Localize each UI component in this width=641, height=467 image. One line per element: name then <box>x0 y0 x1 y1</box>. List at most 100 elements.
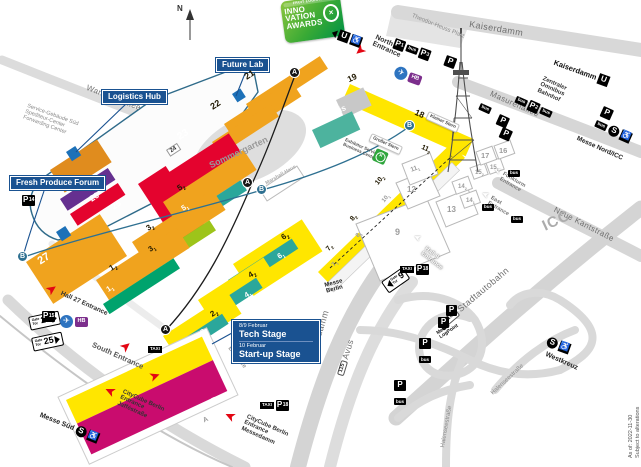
p3-sub: 3 <box>425 51 430 58</box>
p18-sub: 18 <box>282 401 289 408</box>
hall-16-shape <box>493 139 516 160</box>
p14-sub: 14 <box>28 196 35 203</box>
sub: 2 <box>481 173 484 177</box>
parking-bus-stack: P bus <box>419 338 432 366</box>
circulation-routes <box>23 77 453 331</box>
p18-sub: 18 <box>422 265 429 272</box>
hall-9-label: 9 <box>395 227 401 237</box>
hall-15-1-label: 151 <box>490 165 499 172</box>
future-lab-marker <box>232 88 246 103</box>
note-line-1: As of: 2022-11-30 <box>628 414 634 458</box>
taxi-icon: TAXI <box>260 402 274 409</box>
parking-bus-stack: P bus <box>394 380 407 408</box>
hall-15-2-label: 152 <box>475 170 484 177</box>
logistics-hub-marker <box>66 146 82 162</box>
hall-17-label: 17 <box>481 151 490 160</box>
route-a-marker: A <box>289 67 300 78</box>
interchange-ramps <box>356 288 597 467</box>
hall-25-shape <box>70 182 126 226</box>
bus-icon: bus <box>482 204 495 211</box>
p-glyph: P <box>416 264 423 274</box>
tech-stage-label: Tech Stage <box>239 328 287 339</box>
bus-icon: bus <box>511 216 524 223</box>
bus-icon: bus <box>514 95 529 107</box>
hotel-bus-icon: HB <box>75 316 88 327</box>
label-connectors <box>23 70 247 345</box>
route-b-marker: B <box>404 120 415 131</box>
note-line-2: Subject to alterations <box>635 406 641 458</box>
citycube-shape <box>57 327 239 465</box>
main: 15 <box>490 165 497 171</box>
route-a-marker: A <box>242 177 253 188</box>
route-a-line <box>165 77 295 331</box>
palais-shape <box>312 111 361 149</box>
tor-word: Tor <box>391 278 399 286</box>
hall-5-2-shape <box>163 149 257 223</box>
future-lab-label: Future Lab <box>214 56 271 74</box>
sub: 1 <box>472 201 475 205</box>
airport-shuttle-icon: ✈ <box>60 315 73 328</box>
hall-9-shape <box>355 196 451 282</box>
route-b-marker: B <box>256 184 267 195</box>
marshall-haus-shape <box>259 165 305 202</box>
hall-23-shape <box>160 133 242 198</box>
route-a-marker: A <box>160 324 171 335</box>
main: 14 <box>466 198 473 204</box>
parking-icon: P <box>394 380 407 391</box>
sub: 2 <box>464 187 467 191</box>
arrow-right-icon <box>53 335 61 345</box>
p2-sub: 2 <box>534 104 540 111</box>
stage-label-box: 8/9 Februar Tech Stage 10 Februar Start-… <box>231 318 321 365</box>
p-glyph: P <box>276 400 283 410</box>
route-b-line <box>23 125 411 258</box>
hall-14-2-shape <box>451 175 474 195</box>
bus-icon: bus <box>539 106 553 118</box>
hall-12-label: 12 <box>407 185 416 194</box>
hall-16-label: 16 <box>499 146 508 155</box>
sub: 1 <box>496 168 499 172</box>
tor-word: Tor <box>35 342 42 348</box>
p15-sub: 15 <box>48 312 55 319</box>
dashed-path <box>329 155 453 269</box>
hall-17-shape <box>475 145 498 166</box>
parking-icon: P <box>446 305 457 316</box>
award-glyph: × <box>373 149 387 164</box>
parking-icon: P <box>438 317 449 328</box>
p-glyph: P <box>43 311 49 321</box>
fresh-produce-forum-label: Fresh Produce Forum <box>8 174 107 192</box>
startup-stage-label: Start-up Stage <box>239 348 301 359</box>
fresh-produce-forum-marker <box>56 226 72 242</box>
bus-icon: bus <box>508 170 521 177</box>
map-note: As of: 2022-11-30 Subject to alterations <box>628 407 641 458</box>
gate-25-number: 25 <box>42 334 55 347</box>
parking-icon: P <box>419 338 432 349</box>
hall-14-1-label: 141 <box>466 198 475 205</box>
tor-word: Tor <box>32 321 39 327</box>
stadtautobahn-road <box>388 200 641 426</box>
bus-icon: bus <box>394 398 407 405</box>
compass-arrow <box>186 9 194 40</box>
startup-stage-date: 10 Februar <box>239 343 266 350</box>
hall-1-1-shape <box>103 258 180 315</box>
hall-19-shape <box>336 87 372 119</box>
p-glyph: P <box>23 195 29 205</box>
kaiserdamm-road <box>391 5 641 57</box>
outline-halls <box>355 139 516 282</box>
compass-north-label: N <box>177 4 183 13</box>
hall-1-2-shape <box>95 227 190 301</box>
main: 15 <box>475 170 482 176</box>
route-b-marker: B <box>17 251 28 262</box>
hall-14-2-label: 142 <box>458 184 467 191</box>
hall-13-label: 13 <box>447 205 456 214</box>
taxi-icon: TAXI <box>400 266 414 273</box>
tech-stage-date: 8/9 Februar <box>239 323 268 329</box>
bus-icon: bus <box>419 356 432 363</box>
